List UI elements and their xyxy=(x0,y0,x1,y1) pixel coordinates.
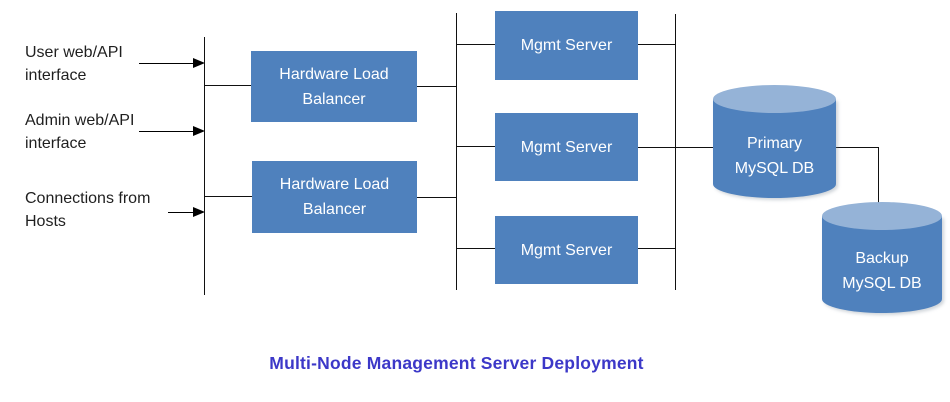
arrow-user-input xyxy=(139,58,205,68)
connector-trunk-to-lb2 xyxy=(204,196,252,197)
db-label-line: Backup xyxy=(855,249,909,267)
connector-lb1-to-trunk xyxy=(417,86,456,87)
node-mgmt-server-2: Mgmt Server xyxy=(495,113,638,181)
node-label-line: Hardware Load xyxy=(279,176,390,193)
node-label-line: Balancer xyxy=(302,90,366,108)
cylinder-top-icon xyxy=(713,85,836,113)
node-hardware-load-balancer-1: Hardware Load Balancer xyxy=(251,51,417,122)
db-primary-mysql: Primary MySQL DB xyxy=(713,85,836,198)
trunk-line-balancers xyxy=(456,13,457,290)
trunk-line-servers xyxy=(675,14,676,290)
arrowhead-right-icon xyxy=(193,58,205,68)
label-user-web-api: User web/API interface xyxy=(25,41,123,87)
connector-ms2-to-primary-db xyxy=(638,147,713,148)
db-label-line: MySQL DB xyxy=(842,274,922,292)
db-label-line: Primary xyxy=(746,134,803,152)
arrow-hosts-input xyxy=(168,207,205,217)
label-line: Admin web/API xyxy=(25,112,135,129)
connector-ms1-to-trunk xyxy=(638,44,675,45)
node-label-line: Balancer xyxy=(302,201,367,218)
label-line: Hosts xyxy=(25,213,66,230)
connector-primary-to-backup-h xyxy=(836,147,878,148)
db-label-line: MySQL DB xyxy=(734,159,815,177)
connector-lb2-to-trunk xyxy=(417,197,456,198)
arrow-admin-input xyxy=(139,126,205,136)
label-line: Connections from xyxy=(25,190,151,207)
node-label-line: Mgmt Server xyxy=(520,241,613,259)
label-admin-web-api: Admin web/API interface xyxy=(25,109,134,155)
cylinder-body: Primary MySQL DB xyxy=(713,99,836,198)
connector-primary-to-backup-v xyxy=(878,147,879,208)
arrowhead-right-icon xyxy=(193,126,205,136)
connector-ms3-to-trunk xyxy=(638,248,675,249)
connector-trunk-to-ms3 xyxy=(456,248,495,249)
node-label-line: Hardware Load xyxy=(279,65,389,83)
cylinder-top-icon xyxy=(822,202,942,230)
cylinder-body: Backup MySQL DB xyxy=(822,216,942,313)
label-line: interface xyxy=(25,135,87,152)
label-line: User web/API xyxy=(25,44,123,61)
connector-trunk-to-ms1 xyxy=(456,44,495,45)
label-line: interface xyxy=(25,67,87,84)
node-mgmt-server-3: Mgmt Server xyxy=(495,216,638,284)
connector-trunk-to-ms2 xyxy=(456,146,495,147)
connector-trunk-to-lb1 xyxy=(204,85,251,86)
db-backup-mysql: Backup MySQL DB xyxy=(822,202,942,313)
trunk-line-inputs xyxy=(204,37,205,295)
node-label-line: Mgmt Server xyxy=(520,138,613,156)
node-hardware-load-balancer-2: Hardware Load Balancer xyxy=(252,161,417,233)
node-label-line: Mgmt Server xyxy=(520,37,613,54)
label-connections-from-hosts: Connections from Hosts xyxy=(25,187,150,233)
node-mgmt-server-1: Mgmt Server xyxy=(495,11,638,80)
diagram-title: Multi-Node Management Server Deployment xyxy=(269,353,644,373)
arrowhead-right-icon xyxy=(193,207,205,217)
